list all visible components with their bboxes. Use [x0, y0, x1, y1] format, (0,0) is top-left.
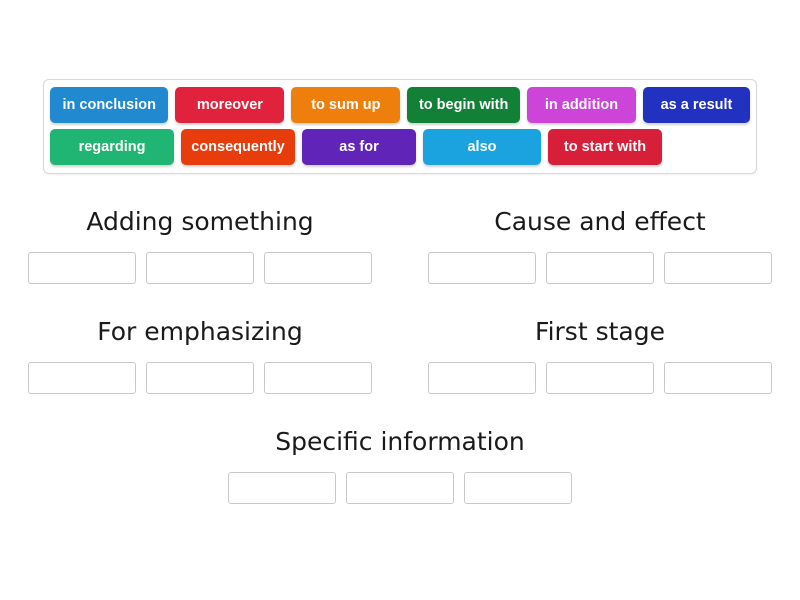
drop-slot[interactable]	[146, 252, 254, 284]
drop-slot[interactable]	[664, 252, 772, 284]
category-title: Adding something	[86, 207, 314, 236]
drop-slot[interactable]	[428, 362, 536, 394]
tray-row-2: regarding consequently as for also to st…	[50, 129, 750, 165]
word-tile[interactable]: to sum up	[291, 87, 401, 123]
drop-slot[interactable]	[546, 252, 654, 284]
word-tile[interactable]: as for	[302, 129, 416, 165]
tray-row-1: in conclusion moreover to sum up to begi…	[50, 87, 750, 123]
word-tiles-tray[interactable]: in conclusion moreover to sum up to begi…	[43, 79, 757, 174]
category-slots	[0, 472, 800, 504]
category-title: First stage	[535, 317, 665, 346]
word-tile[interactable]: as a result	[642, 87, 750, 123]
drop-slot[interactable]	[264, 362, 372, 394]
word-tile[interactable]: also	[423, 129, 541, 165]
drop-slot[interactable]	[28, 362, 136, 394]
category-title: Specific information	[275, 427, 525, 456]
category-first-stage: First stage	[400, 316, 800, 394]
drop-slot[interactable]	[346, 472, 454, 504]
category-slots	[0, 362, 400, 394]
word-tile[interactable]: in addition	[527, 87, 636, 123]
word-tile[interactable]: regarding	[50, 129, 174, 165]
word-tile[interactable]: moreover	[175, 87, 285, 123]
category-row-top: Adding something Cause and effect	[0, 206, 800, 284]
word-tile[interactable]: in conclusion	[50, 87, 169, 123]
category-title: For emphasizing	[97, 317, 303, 346]
drop-slot[interactable]	[146, 362, 254, 394]
category-specific-information: Specific information	[0, 426, 800, 504]
drop-slot[interactable]	[428, 252, 536, 284]
word-tile[interactable]: consequently	[181, 129, 295, 165]
category-slots	[0, 252, 400, 284]
word-tile[interactable]: to start with	[548, 129, 662, 165]
category-slots	[400, 362, 800, 394]
drop-slot[interactable]	[264, 252, 372, 284]
drop-slot[interactable]	[546, 362, 654, 394]
category-title: Cause and effect	[494, 207, 706, 236]
drop-slot[interactable]	[228, 472, 336, 504]
category-slots	[400, 252, 800, 284]
drop-slot[interactable]	[464, 472, 572, 504]
category-cause-and-effect: Cause and effect	[400, 206, 800, 284]
category-row-middle: For emphasizing First stage	[0, 316, 800, 394]
category-adding-something: Adding something	[0, 206, 400, 284]
drop-slot[interactable]	[664, 362, 772, 394]
category-for-emphasizing: For emphasizing	[0, 316, 400, 394]
category-row-bottom: Specific information	[0, 426, 800, 504]
word-tile[interactable]: to begin with	[407, 87, 521, 123]
drop-slot[interactable]	[28, 252, 136, 284]
